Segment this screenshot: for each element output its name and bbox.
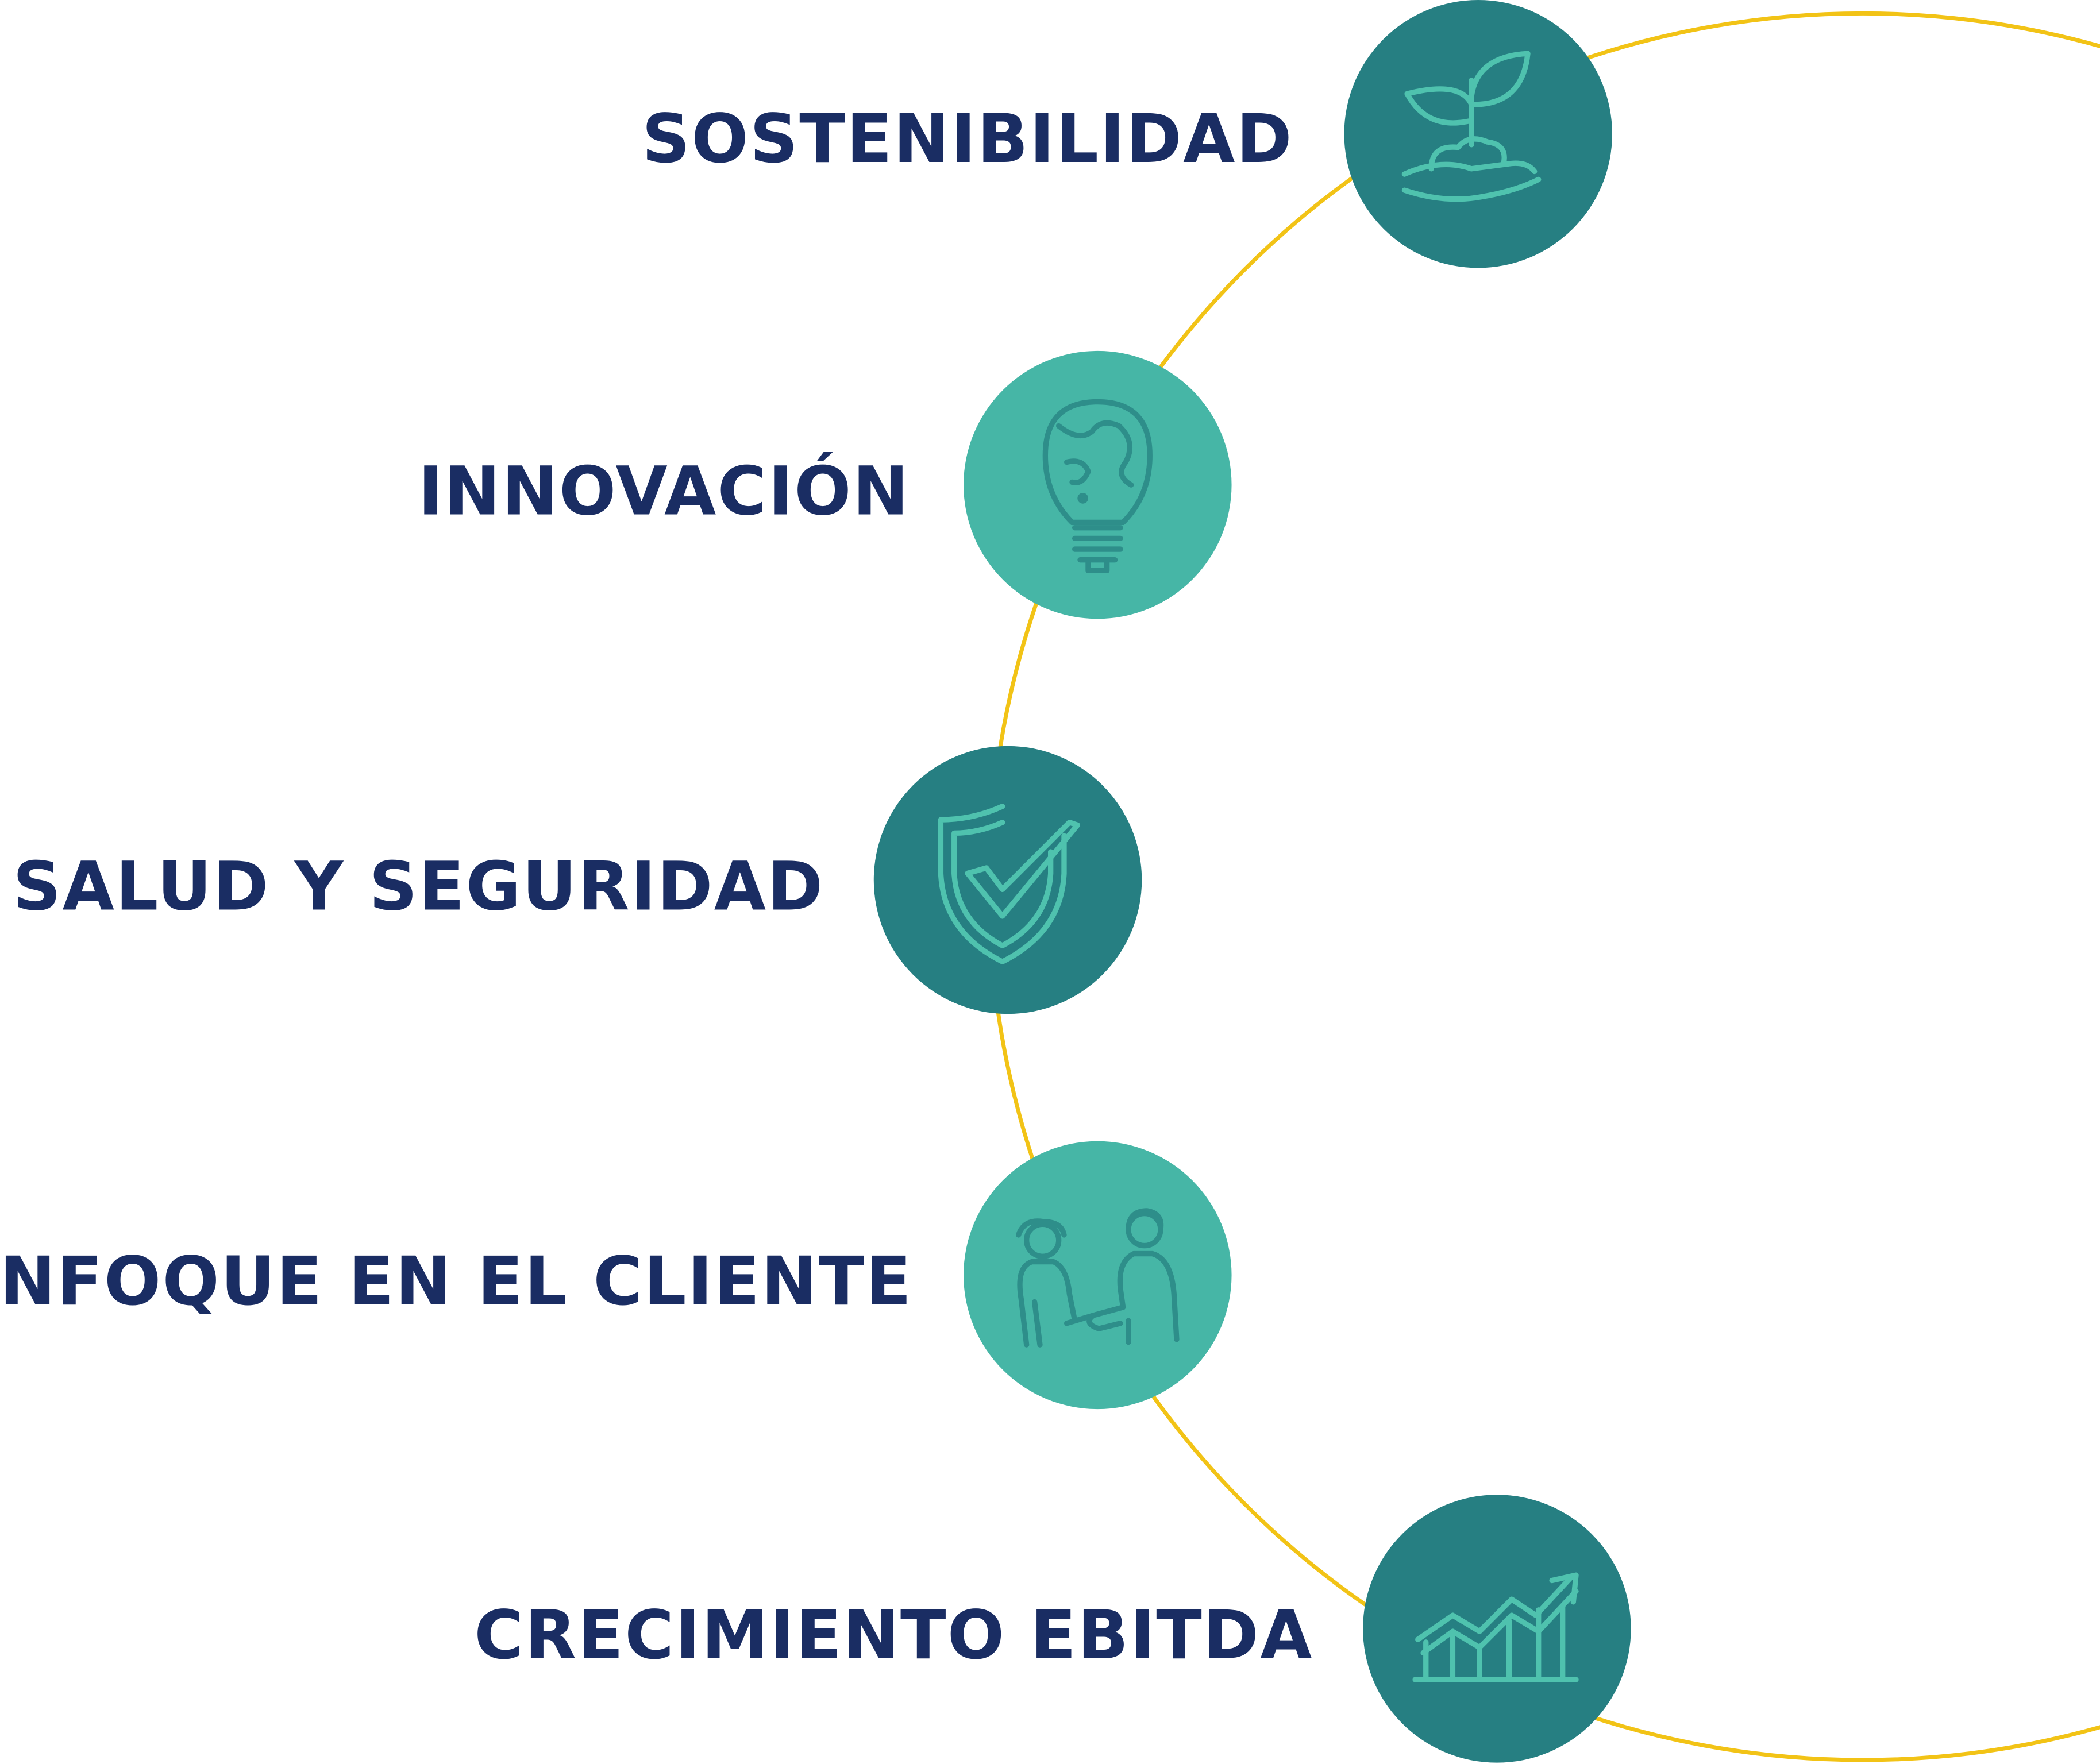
value-label: CRECIMIENTO EBITDA — [474, 1597, 1313, 1674]
value-label: ENFOQUE EN EL CLIENTE — [0, 1243, 912, 1321]
value-circle — [873, 746, 1142, 1014]
value-label: INNOVACIÓN — [418, 452, 910, 530]
plant-in-hand-icon — [1401, 51, 1542, 202]
value-label: SALUD Y SEGURIDAD — [13, 848, 824, 925]
value-item-salud-y-seguridad: SALUD Y SEGURIDAD — [13, 746, 1142, 1014]
globe-lightbulb-icon — [1042, 399, 1153, 574]
connecting-arc — [987, 11, 2100, 1762]
value-circle — [964, 350, 1232, 619]
value-item-enfoque-en-el-cliente: ENFOQUE EN EL CLIENTE — [0, 1141, 1232, 1410]
value-circle — [1344, 0, 1612, 268]
value-item-sostenibilidad: SOSTENIBILIDAD — [642, 0, 1612, 268]
shield-check-icon — [938, 804, 1080, 964]
value-item-crecimiento-ebitda: CRECIMIENTO EBITDA — [474, 1495, 1631, 1763]
value-label: SOSTENIBILIDAD — [642, 101, 1293, 178]
handshake-people-icon — [1016, 1208, 1180, 1348]
value-item-innovacion: INNOVACIÓN — [418, 350, 1232, 619]
value-circle — [964, 1141, 1232, 1410]
growth-chart-icon — [1412, 1572, 1579, 1682]
